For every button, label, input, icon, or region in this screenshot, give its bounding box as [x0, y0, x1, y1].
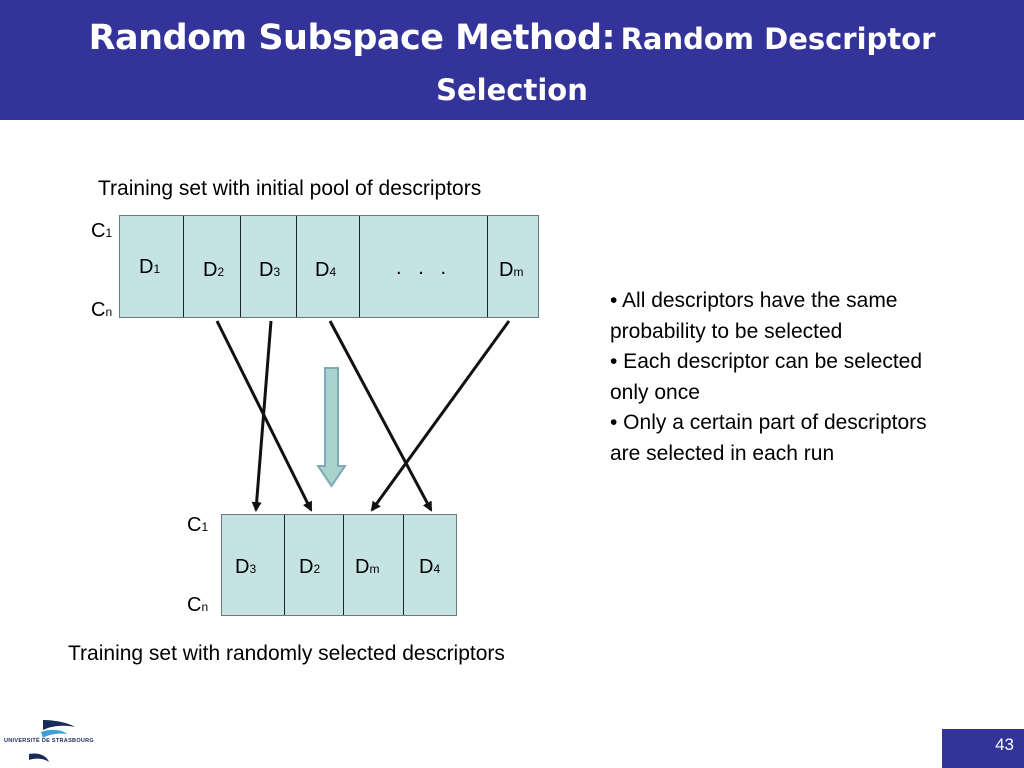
column-divider: [487, 216, 488, 317]
column-divider: [296, 216, 297, 317]
arrow-d3-to-bottom: [251, 320, 273, 512]
top-col-label-d3: D3: [259, 259, 281, 281]
top-col-label-ellipsis: . . .: [396, 257, 447, 279]
bottom-col-label-d4: D4: [419, 556, 441, 578]
title-main: Random Subspace Method:: [88, 18, 616, 58]
bullet-item: • Only a certain part of descriptors are…: [610, 411, 927, 465]
title-sub-line1: Random Descriptor: [620, 22, 936, 56]
title-sub-line2: Selection: [436, 73, 588, 107]
top-col-label-d1: D1: [139, 256, 161, 278]
column-divider: [359, 216, 360, 317]
column-divider: [284, 515, 285, 615]
top-row-label-first: C1: [91, 220, 113, 242]
page-number-box: 43: [942, 729, 1024, 768]
initial-descriptor-table: [119, 215, 539, 318]
top-col-label-d2: D2: [203, 259, 225, 281]
bottom-col-label-dm: Dm: [355, 556, 380, 578]
top-col-label-d4: D4: [315, 259, 337, 281]
column-divider: [403, 515, 404, 615]
down-arrow-icon: [316, 367, 347, 488]
bottom-col-label-d2: D2: [299, 556, 321, 578]
bullet-item: • All descriptors have the same probabil…: [610, 289, 898, 343]
slide-title: Random Subspace Method: Random Descripto…: [0, 14, 1024, 112]
arrow-dm-to-bottom: [370, 320, 511, 512]
bottom-col-label-d3: D3: [235, 556, 257, 578]
bottom-table-caption: Training set with randomly selected desc…: [68, 642, 505, 665]
bullet-list: • All descriptors have the same probabil…: [610, 286, 930, 469]
bottom-row-label-first: C1: [187, 514, 209, 536]
top-table-caption: Training set with initial pool of descri…: [98, 177, 482, 200]
column-divider: [343, 515, 344, 615]
bullet-item: • Each descriptor can be selected only o…: [610, 350, 923, 404]
bottom-row-label-last: Cn: [187, 594, 209, 616]
logo-text: UNIVERSITÉ DE STRASBOURG: [4, 738, 95, 744]
university-logo: [29, 720, 75, 762]
page-number: 43: [995, 735, 1014, 754]
column-divider: [240, 216, 241, 317]
column-divider: [183, 216, 184, 317]
title-bar: [0, 0, 1024, 120]
top-row-label-last: Cn: [91, 299, 113, 321]
arrow-d4-to-bottom: [328, 320, 433, 512]
selected-descriptor-table: [221, 514, 457, 616]
top-col-label-dm: Dm: [499, 259, 524, 281]
